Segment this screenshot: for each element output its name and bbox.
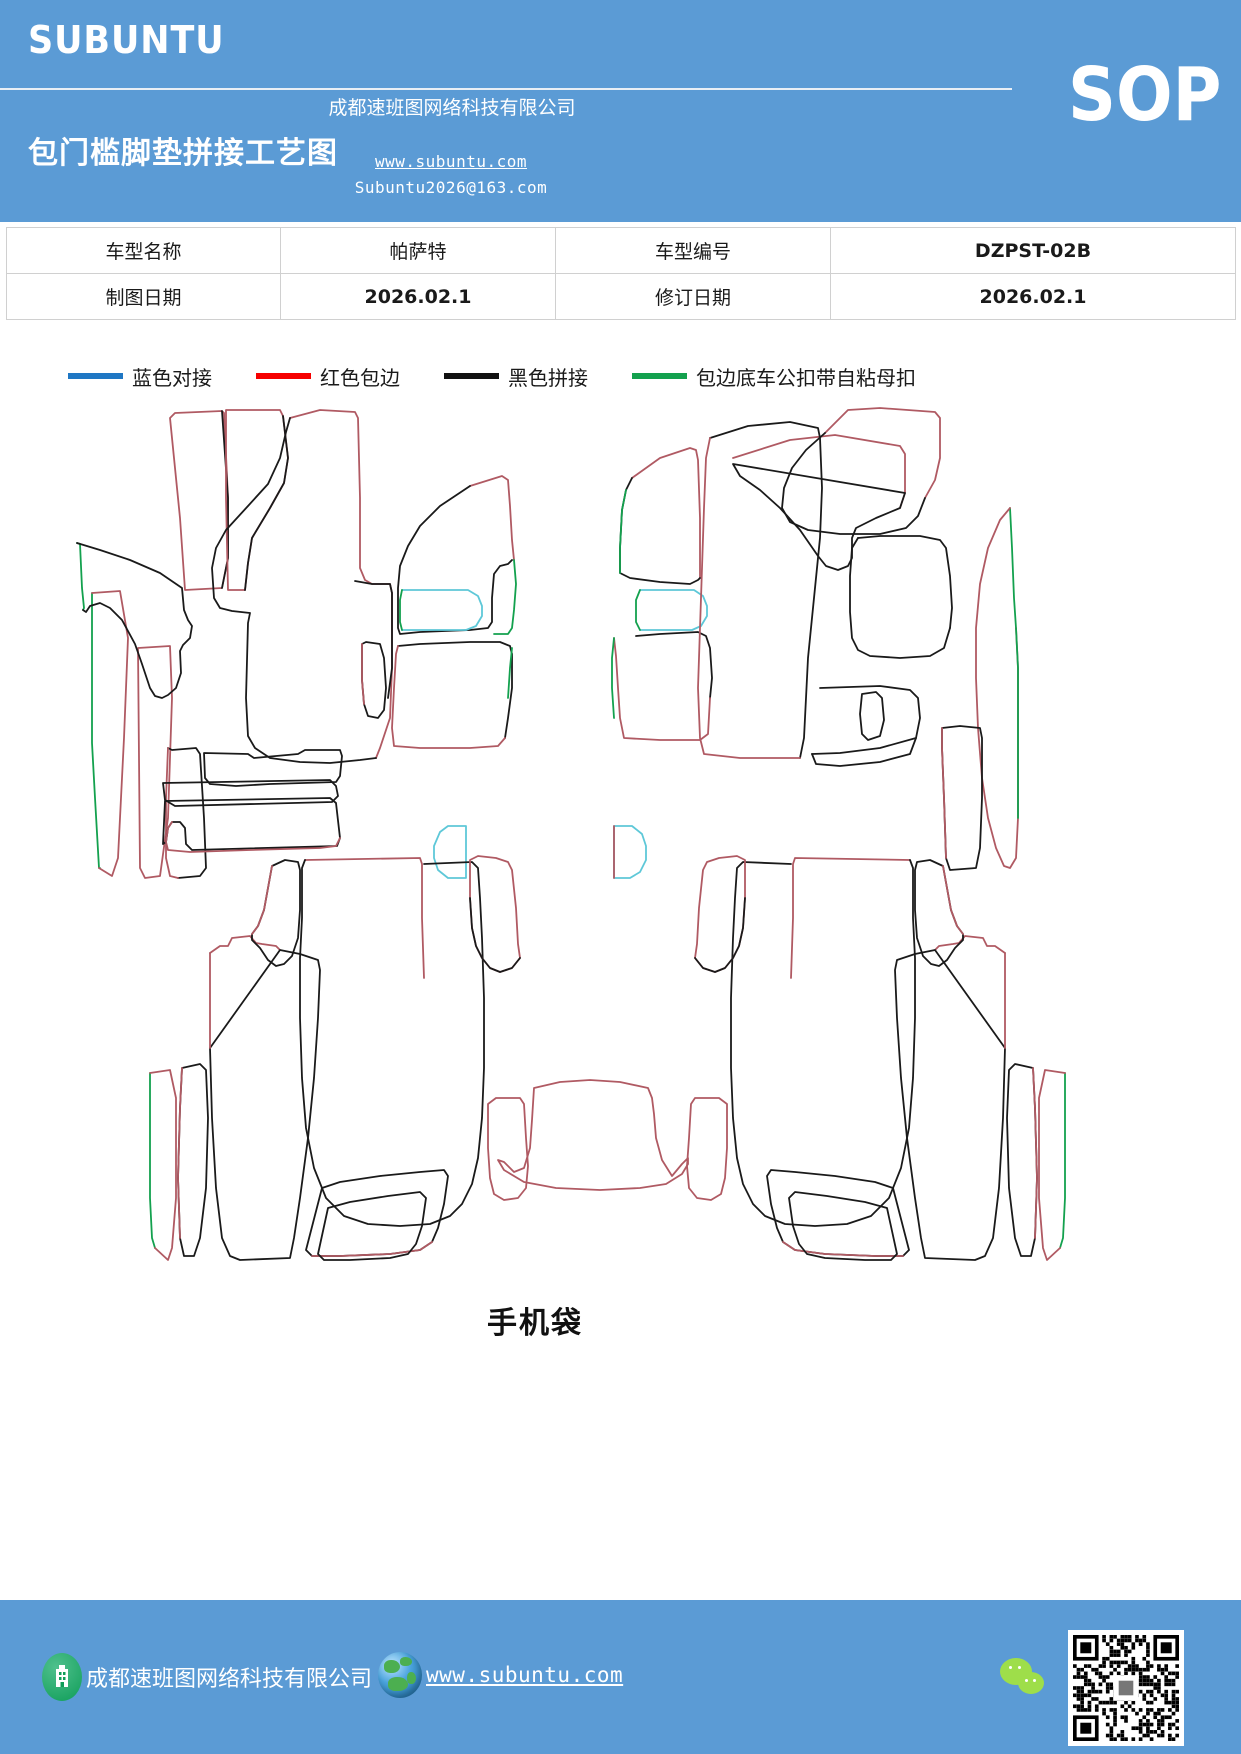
header-website-link[interactable]: www.subuntu.com <box>375 152 527 171</box>
legend-label: 黑色拼接 <box>508 367 588 390</box>
building-icon <box>42 1653 82 1701</box>
piece-bottom-left-tunnel-edge <box>487 1097 529 1201</box>
piece-center-tunnel-mat <box>497 1079 689 1191</box>
piece-bottom-right-lower-wedge <box>788 1191 898 1261</box>
piece-left-phone-pocket <box>399 589 483 631</box>
doc-type-badge: SOP <box>1067 52 1221 138</box>
piece-left-lower-pad <box>165 747 207 879</box>
value-model-name: 帕萨特 <box>280 227 556 274</box>
piece-bottom-right-sill <box>1006 1063 1038 1257</box>
label-model-name: 车型名称 <box>6 227 281 274</box>
legend-item-green-velcro-binding: 包边底车公扣带自粘母扣 <box>632 362 916 391</box>
piece-left-rear-step <box>361 641 387 719</box>
header-email[interactable]: Subuntu2026@163.com <box>354 178 548 197</box>
wechat-icon <box>1000 1658 1052 1700</box>
piece-left-inner-sill-strip <box>137 645 173 879</box>
piece-right-phone-pocket <box>635 589 708 631</box>
table-row: 制图日期 2026.02.1 修订日期 2026.02.1 <box>6 273 1236 320</box>
document-header: SUBUNTU 成都速班图网络科技有限公司 包门槛脚垫拼接工艺图 www.sub… <box>0 0 1241 222</box>
phone-pocket-left-shape <box>433 825 467 879</box>
piece-left-main-body <box>211 409 393 764</box>
piece-right-sill-inner <box>941 725 983 871</box>
phone-pocket-right-shape <box>613 825 647 879</box>
piece-bottom-left-outer-strip <box>149 1069 177 1261</box>
legend-swatch-icon <box>68 373 123 379</box>
value-model-code: DZPST-02B <box>830 227 1236 274</box>
piece-bottom-right-heel-pad <box>894 935 1006 1261</box>
legend-label: 蓝色对接 <box>132 367 212 390</box>
vehicle-info-table: 车型名称 帕萨特 车型编号 DZPST-02B 制图日期 2026.02.1 修… <box>6 227 1236 320</box>
page-title: 包门槛脚垫拼接工艺图 <box>28 137 338 170</box>
piece-left-door-sill <box>76 542 193 699</box>
piece-bottom-left-lower-wedge <box>317 1191 427 1261</box>
piece-right-door-sill <box>975 507 1019 869</box>
value-draw-date: 2026.02.1 <box>280 273 556 320</box>
piece-right-wheel-arch <box>611 631 713 741</box>
piece-bottom-right-left-flap <box>694 855 746 973</box>
label-draw-date: 制图日期 <box>6 273 281 320</box>
piece-bottom-left-side-panel <box>305 1169 449 1257</box>
piece-bottom-left-main-mat <box>299 857 485 1227</box>
table-row: 车型名称 帕萨特 车型编号 DZPST-02B <box>6 227 1236 274</box>
footer-website-link[interactable]: www.subuntu.com <box>426 1663 624 1687</box>
piece-left-front-center <box>225 409 289 591</box>
piece-bottom-left-heel-pad <box>209 935 321 1261</box>
footer-website-block[interactable]: www.subuntu.com <box>378 1652 623 1698</box>
piece-left-wheel-arch <box>397 475 517 635</box>
piece-left-lower-tray <box>162 797 341 853</box>
qr-code <box>1068 1630 1184 1746</box>
phone-pocket-label: 手机袋 <box>487 1307 583 1340</box>
footer-company-block: 成都速班图网络科技有限公司 <box>42 1653 372 1701</box>
legend-item-black-splice: 黑色拼接 <box>444 362 588 391</box>
legend-swatch-icon <box>256 373 311 379</box>
piece-bottom-left-front-flap <box>251 859 301 967</box>
piece-left-rear-quarter <box>391 641 513 749</box>
piece-bottom-left-right-flap <box>469 855 521 973</box>
legend: 蓝色对接 红色包边 黑色拼接 包边底车公扣带自粘母扣 <box>0 356 1241 396</box>
piece-left-center-flap <box>354 580 393 699</box>
label-revision-date: 修订日期 <box>555 273 831 320</box>
piece-bottom-right-tunnel-edge <box>686 1097 728 1201</box>
floor-mat-pattern-drawing: 手机袋 <box>0 398 1241 1598</box>
piece-bottom-right-outer-strip <box>1038 1069 1066 1261</box>
footer-company-name: 成都速班图网络科技有限公司 <box>86 1666 373 1691</box>
label-model-code: 车型编号 <box>555 227 831 274</box>
document-footer: 成都速班图网络科技有限公司 www.subuntu.com <box>0 1600 1241 1754</box>
legend-item-blue-butt-joint: 蓝色对接 <box>68 362 212 391</box>
legend-swatch-icon <box>632 373 687 379</box>
piece-right-center-body <box>697 421 823 759</box>
brand-logo: SUBUNTU <box>28 18 225 62</box>
legend-label: 红色包边 <box>320 367 400 390</box>
legend-label: 包边底车公扣带自粘母扣 <box>696 367 916 390</box>
piece-bottom-left-sill <box>177 1063 209 1257</box>
piece-right-small-clip <box>859 691 885 741</box>
globe-icon <box>378 1652 422 1698</box>
piece-bottom-right-front-flap <box>914 859 964 967</box>
piece-right-lower-wing <box>811 685 921 767</box>
header-divider <box>0 88 1012 90</box>
piece-right-front-upper <box>732 434 906 571</box>
piece-right-main-body <box>619 447 701 585</box>
piece-right-rear-panel <box>849 535 953 659</box>
legend-item-red-edge-binding: 红色包边 <box>256 362 400 391</box>
piece-bottom-right-side-panel <box>766 1169 910 1257</box>
pattern-svg <box>76 407 1066 1261</box>
piece-left-front-upper <box>169 410 229 591</box>
piece-right-large-panel <box>781 407 941 535</box>
piece-bottom-right-main-mat <box>730 857 916 1227</box>
value-revision-date: 2026.02.1 <box>830 273 1236 320</box>
piece-left-outer-sill-strip <box>91 590 129 877</box>
header-company-name: 成都速班图网络科技有限公司 <box>328 98 576 119</box>
legend-swatch-icon <box>444 373 499 379</box>
